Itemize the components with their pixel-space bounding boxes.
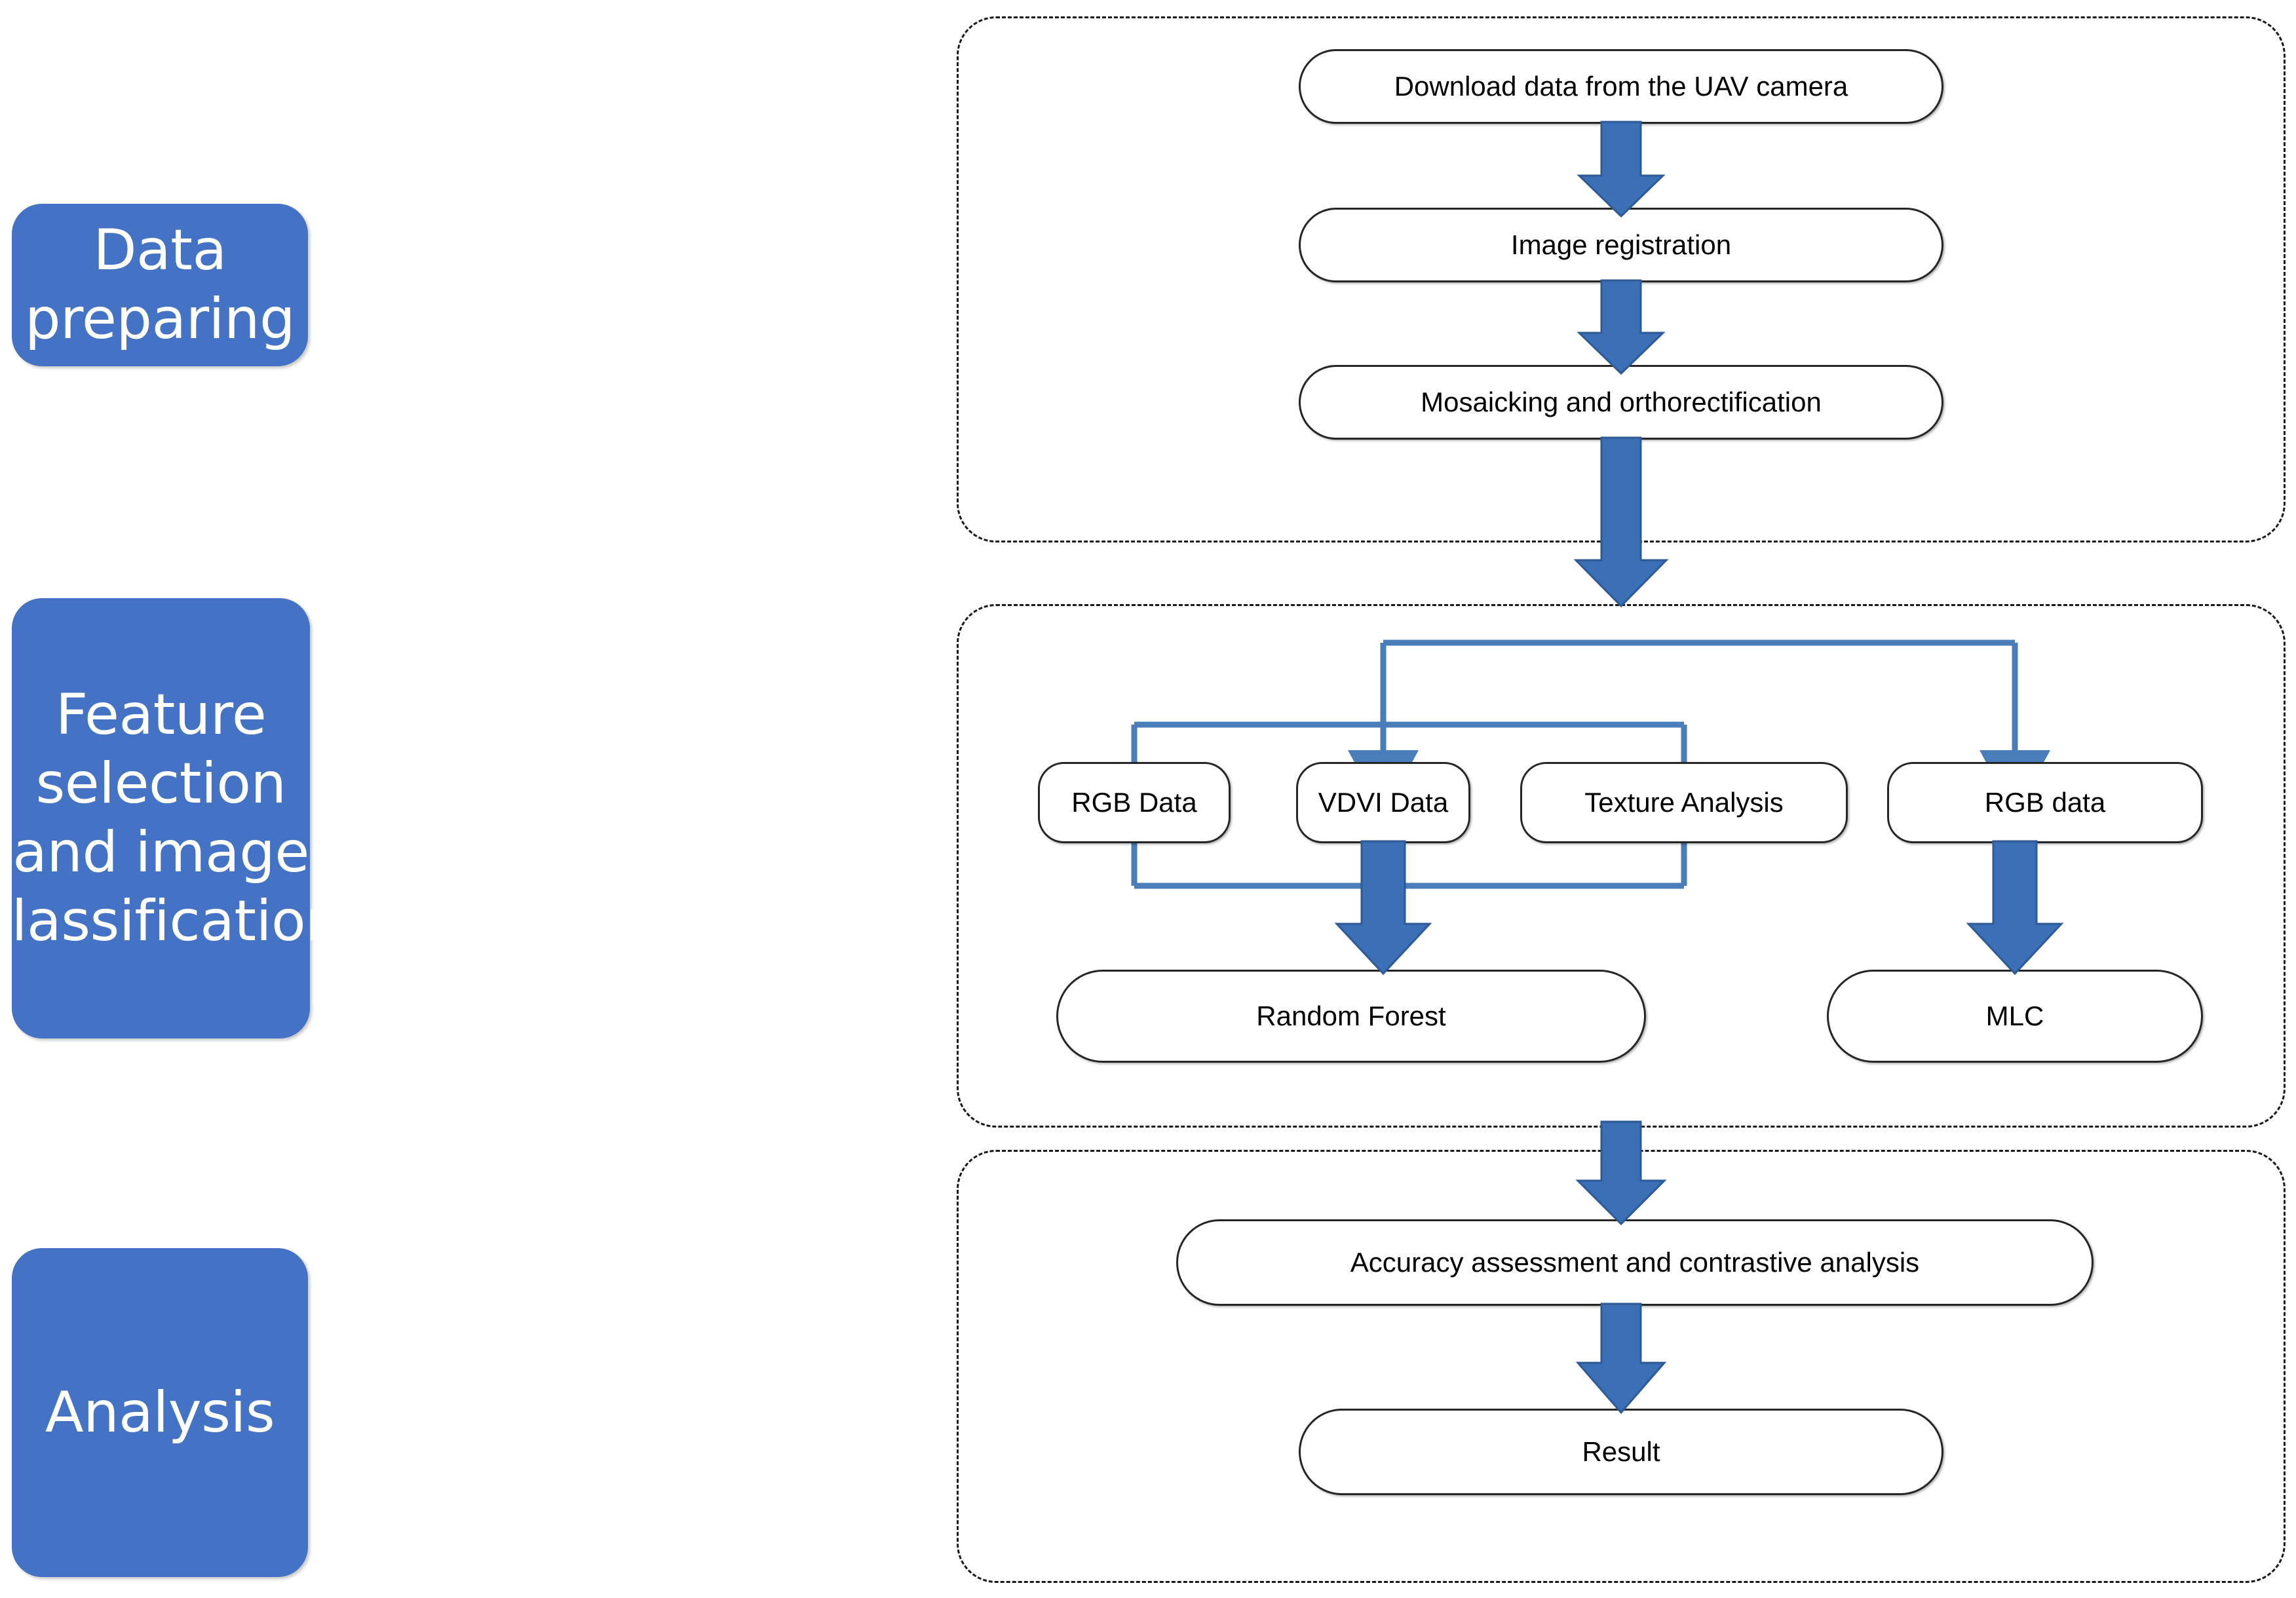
stage-label-data-preparing: Data preparing (24, 218, 296, 352)
node-rgb-data-left[interactable]: RGB Data (1038, 762, 1231, 843)
node-label-vdvi-data: VDVI Data (1318, 787, 1449, 818)
stage-box-data-preparing[interactable]: Data preparing (12, 204, 308, 366)
node-image-registration[interactable]: Image registration (1299, 208, 1943, 282)
stage-box-analysis[interactable]: Analysis (12, 1248, 308, 1577)
group-analysis (957, 1150, 2286, 1583)
stage-label-feature-selection: Feature selection and image classificati… (0, 682, 341, 954)
node-random-forest[interactable]: Random Forest (1056, 970, 1646, 1063)
node-label-mosaicking-orthorectification: Mosaicking and orthorectification (1421, 387, 1822, 417)
node-label-texture-analysis: Texture Analysis (1584, 787, 1784, 818)
stage-label-analysis: Analysis (45, 1379, 275, 1445)
node-mlc[interactable]: MLC (1827, 970, 2203, 1063)
node-label-rgb-data-left: RGB Data (1071, 787, 1197, 818)
node-label-mlc: MLC (1985, 1000, 2044, 1031)
node-texture-analysis[interactable]: Texture Analysis (1520, 762, 1848, 843)
node-mosaicking-orthorectification[interactable]: Mosaicking and orthorectification (1299, 365, 1943, 440)
node-label-download-data: Download data from the UAV camera (1394, 71, 1848, 102)
stage-box-feature-selection[interactable]: Feature selection and image classificati… (0, 598, 341, 1038)
node-label-result: Result (1582, 1436, 1660, 1467)
node-vdvi-data[interactable]: VDVI Data (1296, 762, 1470, 843)
node-label-accuracy-assessment: Accuracy assessment and contrastive anal… (1350, 1247, 1920, 1278)
node-accuracy-assessment[interactable]: Accuracy assessment and contrastive anal… (1176, 1219, 2094, 1306)
node-download-data[interactable]: Download data from the UAV camera (1299, 49, 1943, 124)
node-result[interactable]: Result (1299, 1409, 1943, 1495)
node-label-image-registration: Image registration (1510, 229, 1732, 260)
node-label-rgb-data-right: RGB data (1984, 787, 2106, 818)
node-label-random-forest: Random Forest (1256, 1000, 1446, 1031)
node-rgb-data-right[interactable]: RGB data (1887, 762, 2203, 843)
